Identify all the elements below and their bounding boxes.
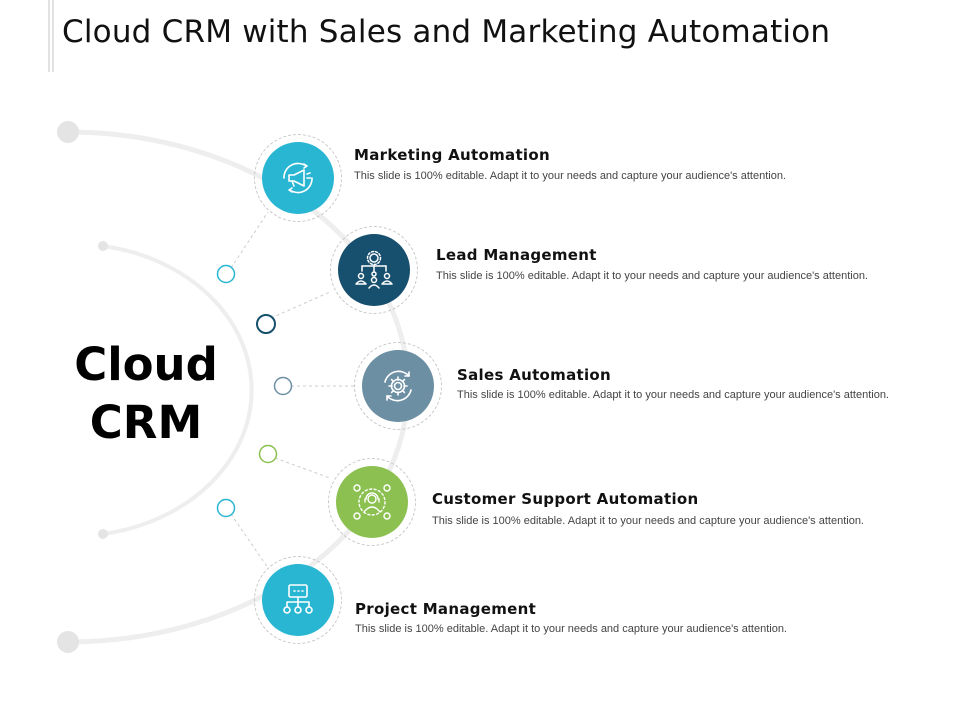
icon-ring [328,458,416,546]
item-label: Marketing Automation [354,146,550,164]
org-chart-icon [283,584,313,614]
inner-arc-end-bottom [98,529,108,539]
item-description: This slide is 100% editable. Adapt it to… [355,623,787,635]
node-dot-1 [216,264,236,284]
node-dot-2 [256,314,276,334]
inner-arc [102,244,254,536]
icon-ring [354,342,442,430]
item-description: This slide is 100% editable. Adapt it to… [457,389,889,401]
inner-arc-end-top [98,241,108,251]
item-label: Project Management [355,600,537,618]
item-description: This slide is 100% editable. Adapt it to… [432,515,864,527]
icon-disc [262,142,334,214]
icon-ring [254,134,342,222]
icon-disc [338,234,410,306]
icon-disc [336,466,408,538]
item-label: Lead Management [436,246,597,264]
outer-arc-end-bottom [57,631,79,653]
center-label: Cloud CRM [48,336,244,452]
icon-disc [262,564,334,636]
outer-arc-end-top [57,121,79,143]
node-dot-4 [258,444,278,464]
title-accent-bar [48,0,54,72]
node-dot-3 [273,376,293,396]
icon-disc [362,350,434,422]
icon-ring [254,556,342,644]
item-label: Sales Automation [457,366,612,384]
lead-network-icon [355,250,393,289]
icon-ring [330,226,418,314]
item-description: This slide is 100% editable. Adapt it to… [354,170,786,182]
slide-title: Cloud CRM with Sales and Marketing Autom… [62,14,831,50]
support-agent-icon [353,484,391,520]
center-label-line1: Cloud [74,338,218,391]
center-label-line2: CRM [89,396,203,449]
megaphone-icon [283,162,313,194]
item-description: This slide is 100% editable. Adapt it to… [436,270,868,282]
gear-cycle-icon [384,370,412,402]
item-label: Customer Support Automation [432,490,699,508]
connector-lines [230,211,354,569]
node-dot-5 [216,498,236,518]
